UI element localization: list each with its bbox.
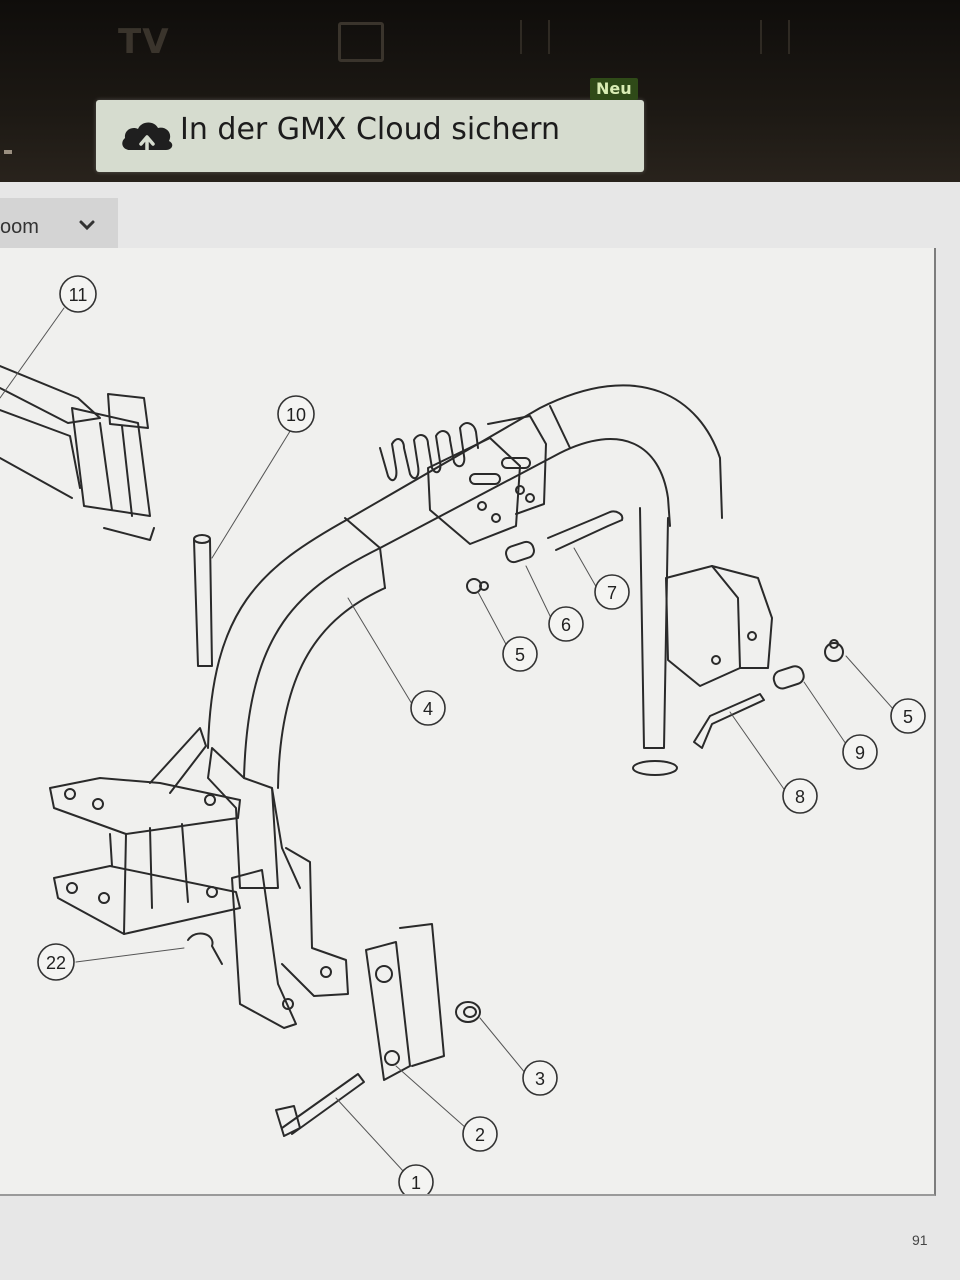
lower-plates-drawing	[187, 847, 481, 1137]
callout-3: 3	[522, 1060, 558, 1096]
cloud-button-label: In der GMX Cloud sichern	[180, 112, 560, 147]
callout-label: 9	[855, 743, 865, 763]
clamp-plates-drawing	[427, 415, 547, 545]
mount-bracket-drawing	[49, 727, 241, 935]
callout-label: 5	[515, 645, 525, 665]
callout-label: 3	[535, 1069, 545, 1089]
callout-7: 7	[594, 574, 630, 610]
document-page	[0, 248, 936, 1196]
callout-6: 6	[548, 606, 584, 642]
callout-11: 11	[59, 275, 97, 313]
background-decoration	[520, 20, 550, 54]
zoom-label: oom	[0, 216, 39, 238]
background-tv-logo: TV	[118, 22, 170, 62]
callout-5: 5	[890, 698, 926, 734]
page-number: 91	[912, 1232, 928, 1248]
callout-8: 8	[782, 778, 818, 814]
background-light	[4, 150, 12, 154]
callout-label: 8	[795, 787, 805, 807]
pins-and-bushings-drawing	[466, 510, 844, 749]
callout-10: 10	[277, 395, 315, 433]
save-to-gmx-cloud-button[interactable]: In der GMX Cloud sichern	[96, 100, 644, 172]
part-pin-drawing	[193, 534, 213, 667]
callout-label: 10	[286, 405, 306, 425]
new-badge: Neu	[590, 78, 638, 100]
callout-label: 22	[46, 953, 66, 973]
callout-9: 9	[842, 734, 878, 770]
frame-arch-drawing	[207, 384, 723, 889]
callout-5: 5	[502, 636, 538, 672]
callout-label: 2	[475, 1125, 485, 1145]
leader-lines	[0, 307, 895, 1173]
callout-label: 1	[411, 1173, 421, 1193]
spring-tine-drawing	[379, 422, 479, 482]
background-window-icon	[338, 22, 384, 62]
callout-4: 4	[410, 690, 446, 726]
technical-exploded-drawing: 11 10 4 5 6 7 5 9 8 22 3 2 1	[0, 275, 926, 1194]
callout-label: 5	[903, 707, 913, 727]
background-decoration	[760, 20, 790, 54]
callout-label: 11	[69, 285, 88, 305]
callout-1: 1	[398, 1164, 434, 1194]
callout-label: 6	[561, 615, 571, 635]
callout-22: 22	[37, 943, 75, 981]
arm-assembly-drawing	[0, 365, 155, 541]
cloud-upload-icon	[122, 122, 173, 156]
chevron-down-icon	[79, 220, 95, 231]
callout-label: 4	[423, 699, 433, 719]
callout-label: 7	[607, 583, 617, 603]
callout-2: 2	[462, 1116, 498, 1152]
